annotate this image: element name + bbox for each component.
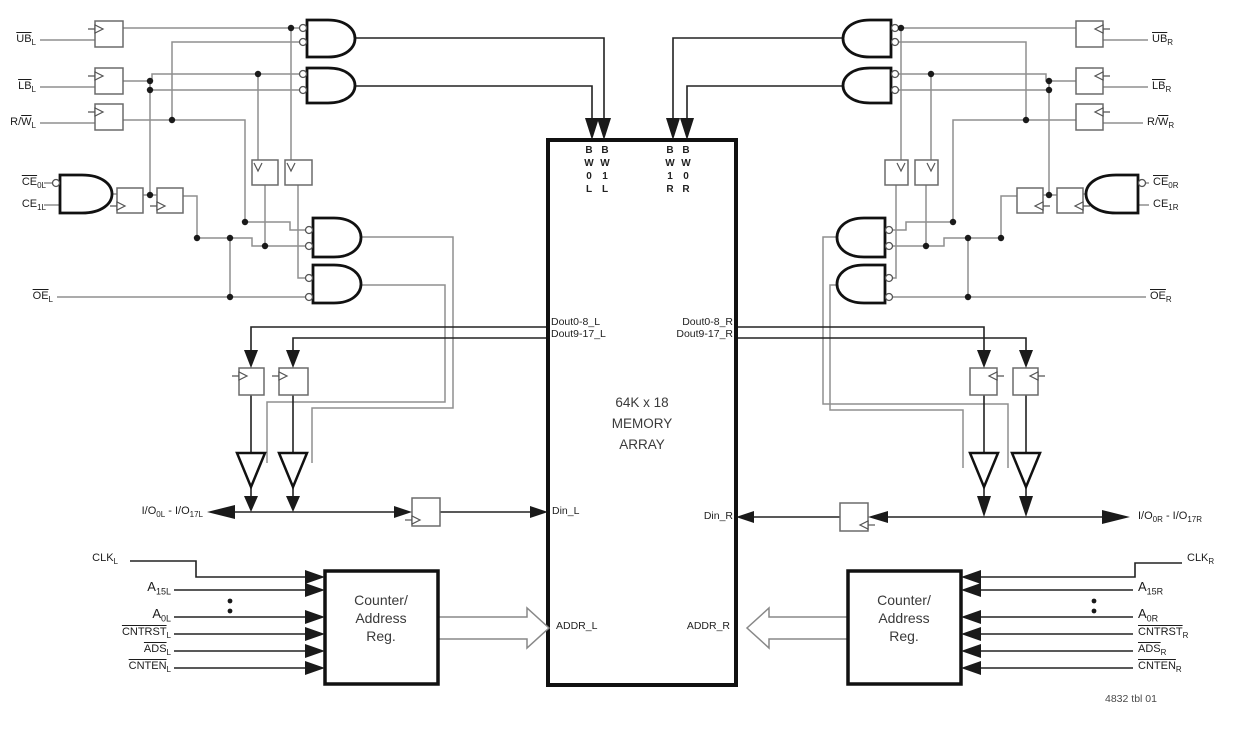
and-gate-read2-left xyxy=(311,263,363,305)
wires-left xyxy=(40,27,454,463)
signal-label-lb-right: LBR xyxy=(1152,80,1172,95)
signal-label-clk-right: CLKR xyxy=(1187,552,1215,567)
signal-label-a0-right: A0R xyxy=(1138,606,1159,624)
counter-block-left xyxy=(323,569,440,686)
counter-label-left: Counter/ Address Reg. xyxy=(354,592,408,644)
signal-label-ce0-right: CE0R xyxy=(1153,176,1179,191)
buffer1-left xyxy=(235,451,267,491)
port-bw0l: B W 0 L xyxy=(584,145,594,195)
signal-label-ce0-left: CE0L xyxy=(21,176,46,191)
clock-glyphs xyxy=(88,24,1110,530)
and-gate-read2-right xyxy=(835,263,887,305)
and-gate-ub-left xyxy=(305,18,357,59)
register-boxes xyxy=(94,20,1104,532)
wires-right xyxy=(822,27,1149,468)
signal-label-ce1-left: CE1L xyxy=(21,198,46,213)
write-ff2-right xyxy=(914,159,939,186)
memory-array-title: 64K x 18 MEMORY ARRAY xyxy=(611,395,673,452)
ff-ub-right xyxy=(1075,20,1104,48)
ff-rw-right xyxy=(1075,103,1104,131)
port-bw1l: B W 1 L xyxy=(600,145,610,195)
ellipsis-dots xyxy=(227,598,1097,614)
inverter-bubbles xyxy=(51,23,1147,302)
arrowheads xyxy=(207,118,1130,675)
output-buffers xyxy=(235,451,1042,491)
ff-ub-left xyxy=(94,20,124,48)
port-din-l: Din_L xyxy=(552,505,580,517)
signal-label-cntrst-right: CNTRSTR xyxy=(1138,626,1189,641)
io-bus-label-left: I/O0L - I/O17L xyxy=(141,505,203,520)
port-dout9-17-r: Dout9-17_R xyxy=(676,328,733,340)
signal-label-lb-left: LBL xyxy=(18,80,36,95)
buffer2-left xyxy=(277,451,309,491)
counter-label-right: Counter/ Address Reg. xyxy=(877,592,931,644)
counter-block-right xyxy=(846,569,963,686)
port-din-r: Din_R xyxy=(703,510,733,522)
port-bw0r: B W 0 R xyxy=(681,145,691,195)
port-dout0-8-l: Dout0-8_L xyxy=(551,316,601,328)
signal-label-a0-left: A0L xyxy=(152,606,171,624)
and-gates xyxy=(58,18,1140,305)
buffer1-right xyxy=(968,451,1000,491)
din-reg-left xyxy=(411,497,441,527)
signal-label-ub-left: UBL xyxy=(16,33,36,48)
io-bus-label-right: I/O0R - I/O17R xyxy=(1138,510,1203,525)
buffer2-right xyxy=(1010,451,1042,491)
dout-reg2-left xyxy=(278,367,309,396)
signal-label-clk-left: CLKL xyxy=(92,552,118,567)
signal-label-rw-right: R/WR xyxy=(1147,116,1175,131)
port-addr-l: ADDR_L xyxy=(556,620,598,632)
signal-label-ub-right: UBR xyxy=(1152,33,1174,48)
dout-reg1-left xyxy=(238,367,265,396)
signal-label-a15-left: A15L xyxy=(147,579,171,597)
signal-label-ads-left: ADSL xyxy=(143,643,171,658)
ff-lb-right xyxy=(1075,67,1104,95)
and-gate-lb-right xyxy=(841,66,893,105)
junction-dots xyxy=(146,24,1053,301)
signal-label-cntrst-left: CNTRSTL xyxy=(121,626,171,641)
and-gate-ce-left xyxy=(58,173,114,215)
port-dout0-8-r: Dout0-8_R xyxy=(682,316,733,328)
signal-label-oe-left: OEL xyxy=(32,290,53,305)
ff-lb-left xyxy=(94,67,124,95)
ff-rw-left xyxy=(94,103,124,131)
and-gate-read1-left xyxy=(311,216,363,259)
and-gate-ub-right xyxy=(841,18,893,59)
signal-label-oe-right: OER xyxy=(1150,290,1172,305)
dout-reg1-right xyxy=(969,367,998,396)
ff-ce1-right xyxy=(1056,187,1084,214)
ff-ce2-left xyxy=(156,187,184,214)
write-ff1-left xyxy=(251,159,279,186)
and-gate-read1-right xyxy=(835,216,887,259)
figure-caption: 4832 tbl 01 xyxy=(1105,693,1157,705)
signal-label-ce1-right: CE1R xyxy=(1153,198,1179,213)
port-addr-r: ADDR_R xyxy=(686,620,730,632)
memory-array-block xyxy=(546,138,738,687)
signal-label-a15-right: A15R xyxy=(1138,579,1164,597)
write-ff2-left xyxy=(284,159,313,186)
signal-label-ads-right: ADSR xyxy=(1138,643,1167,658)
and-gate-lb-left xyxy=(305,66,357,105)
ff-ce2-right xyxy=(1016,187,1044,214)
data-lines xyxy=(130,37,1182,669)
signal-label-cnten-left: CNTENL xyxy=(128,660,171,675)
port-dout9-17-l: Dout9-17_L xyxy=(551,328,606,340)
signal-label-cnten-right: CNTENR xyxy=(1138,660,1182,675)
and-gate-ce-right xyxy=(1084,173,1140,215)
addr-bus-arrow-right xyxy=(745,606,848,650)
signal-label-rw-left: R/WL xyxy=(10,116,36,131)
write-ff1-right xyxy=(884,159,909,186)
port-bw1r: B W 1 R xyxy=(665,145,675,195)
addr-bus-arrow-left xyxy=(438,606,551,650)
dout-reg2-right xyxy=(1012,367,1039,396)
ff-ce1-left xyxy=(116,187,144,214)
